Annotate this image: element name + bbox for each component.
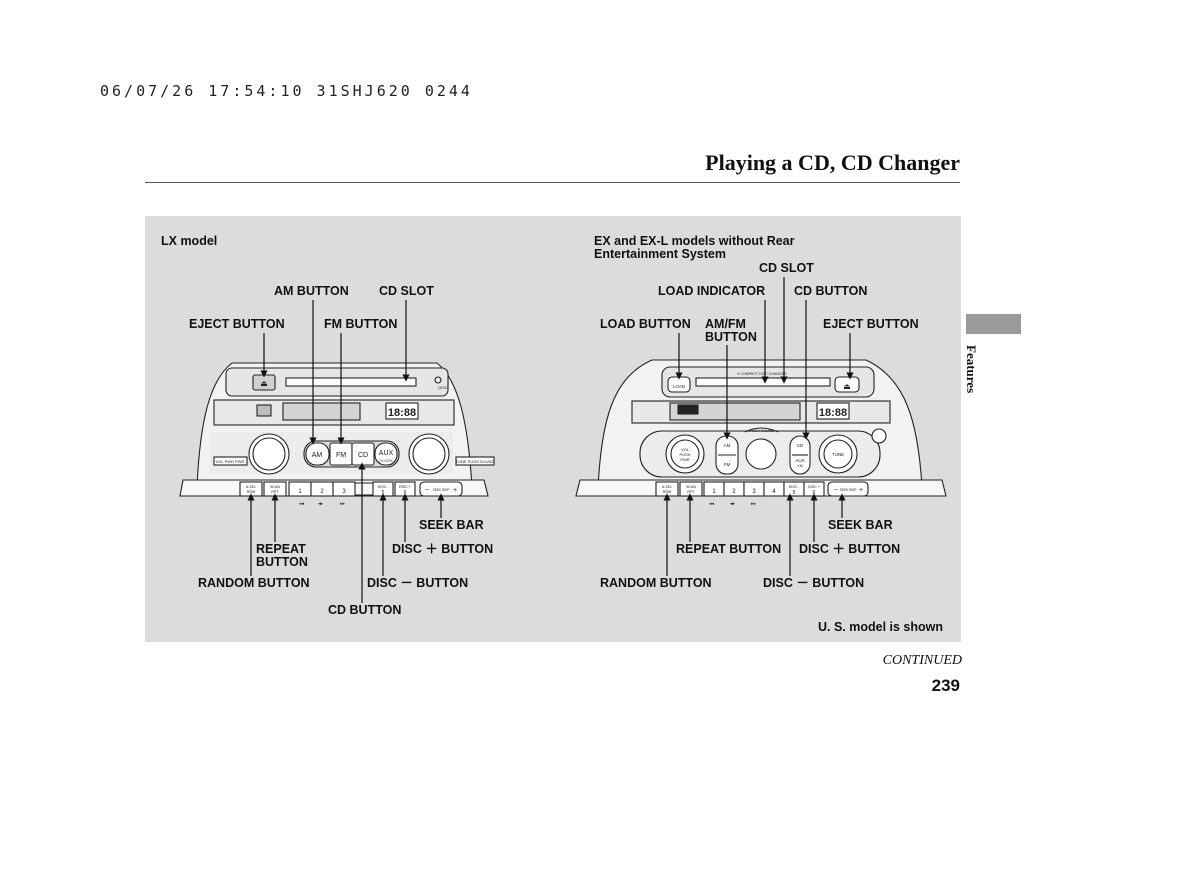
lx-repeat-callout-line2: BUTTON [256, 555, 308, 569]
lx-radio-unit: ◂◂ ◂▸ ▸▸ [179, 362, 495, 507]
ex-cd-button[interactable]: CD [797, 443, 804, 448]
lx-preset-1[interactable]: 1 [298, 489, 302, 495]
ex-seek-plus[interactable]: + [859, 487, 863, 494]
lx-fm-button-callout: FM BUTTON [324, 317, 398, 331]
ex-seek-bar-callout: SEEK BAR [828, 518, 893, 532]
lx-rpt-label: RPT [271, 490, 279, 494]
lx-disc-text: DISC [438, 385, 448, 390]
lx-clock-display: 18:88 [388, 407, 416, 419]
ex-model-label-line2: Entertainment System [594, 247, 726, 261]
title-rule [145, 182, 960, 183]
ex-preset-3[interactable]: 3 [752, 489, 756, 495]
lx-cd-button[interactable]: CD [358, 452, 368, 459]
continued-label: CONTINUED [882, 653, 962, 668]
ex-preset-4[interactable]: 4 [772, 489, 776, 495]
ex-disc-minus-callout: DISC － BUTTON [763, 576, 865, 590]
ex-disc-plus-label[interactable]: DISC + [808, 485, 820, 489]
ex-pwr-label: PWR [680, 457, 689, 462]
lx-seek-text: SEEK SKIP [433, 488, 450, 492]
svg-text:▸▸: ▸▸ [340, 501, 346, 507]
lx-disc-plus-label[interactable]: DISC + [399, 485, 411, 489]
ex-disc-plus-callout: DISC ＋ BUTTON [799, 542, 901, 556]
svg-text:◂◂: ◂◂ [299, 501, 305, 507]
ex-load-indicator-callout: LOAD INDICATOR [658, 284, 766, 298]
ex-clock-display: 18:88 [819, 407, 847, 419]
ex-rpt-label: RPT [687, 490, 695, 494]
print-timestamp: 06/07/26 17:54:10 31SHJ620 0244 [100, 82, 473, 100]
lx-cd-button-callout: CD BUTTON [328, 603, 402, 617]
svg-text:◂▸: ◂▸ [318, 501, 324, 507]
lx-seek-minus[interactable]: − [425, 487, 429, 494]
page-title: Playing a CD, CD Changer [705, 150, 960, 175]
lx-vol-label: VOL PWR PWR [216, 459, 245, 464]
lx-a-sel-label[interactable]: A.SEL [246, 485, 256, 489]
lx-am-button[interactable]: AM [312, 452, 323, 459]
ex-repeat-button-callout: REPEAT BUTTON [676, 542, 782, 556]
lx-am-button-callout: AM BUTTON [274, 284, 349, 298]
ex-load-button-callout: LOAD BUTTON [600, 317, 691, 331]
ex-cd-slot-callout: CD SLOT [759, 261, 814, 275]
lx-seek-plus[interactable]: + [453, 487, 457, 494]
figure-note: U. S. model is shown [818, 620, 944, 634]
lx-eject-symbol: ⏏ [260, 379, 268, 388]
ex-changer-label: 6 COMPACT DISC CHANGER [737, 372, 787, 376]
ex-tune-label: TUNE [832, 452, 844, 457]
lx-random-button-callout: RANDOM BUTTON [198, 576, 310, 590]
ex-push-sound-label: PUSH SOUND [750, 429, 774, 433]
lx-seek-bar-callout: SEEK BAR [419, 518, 484, 532]
lx-fm-button[interactable]: FM [336, 452, 346, 459]
lx-tune-label: TUNE PUSH SOUND [456, 459, 495, 464]
svg-text:◂◂: ◂◂ [709, 501, 715, 507]
ex-am-button[interactable]: AM [724, 443, 731, 448]
ex-push-label: PUSH [679, 452, 690, 457]
ex-disc-minus-number: 5 [793, 490, 796, 496]
ex-radio-unit: ◂◂ ◂▸ ▸▸ [575, 359, 947, 507]
ex-preset-1[interactable]: 1 [712, 489, 716, 495]
ex-seek-minus[interactable]: − [834, 487, 838, 494]
ex-disc-plus-number: 6 [813, 490, 816, 496]
lx-preset-2[interactable]: 2 [320, 489, 324, 495]
ex-amfm-callout-line1: AM/FM [705, 317, 746, 331]
lx-eject-button-callout: EJECT BUTTON [189, 317, 285, 331]
ex-disc-minus-label[interactable]: DISC - [789, 485, 801, 489]
lx-scan-label[interactable]: SCAN [270, 485, 280, 489]
ex-eject-button-callout: EJECT BUTTON [823, 317, 919, 331]
ex-model-label-line1: EX and EX-L models without Rear [594, 234, 795, 248]
lx-rdm-label: RDM [247, 490, 255, 494]
section-label: Features [964, 345, 979, 394]
ex-random-button-callout: RANDOM BUTTON [600, 576, 712, 590]
lx-disc-minus-callout: DISC － BUTTON [367, 576, 469, 590]
lx-disc-plus-callout: DISC ＋ BUTTON [392, 542, 494, 556]
lx-disc-minus-number: 5 [382, 490, 385, 496]
ex-aux-button[interactable]: AUX [795, 458, 804, 463]
ex-amfm-callout-line2: BUTTON [705, 330, 757, 344]
lx-aux-button[interactable]: AUX [379, 450, 394, 457]
lx-cd-slot-callout: CD SLOT [379, 284, 434, 298]
ex-scan-label[interactable]: SCAN [686, 485, 696, 489]
ex-vol-label: VOL [681, 447, 690, 452]
lx-preset-3[interactable]: 3 [342, 489, 346, 495]
ex-rdm-label: RDM [663, 490, 671, 494]
lx-disc-minus-label[interactable]: DISC - [378, 485, 390, 489]
lx-disc-plus-number: 6 [404, 490, 407, 496]
ex-eject-symbol[interactable]: ⏏ [843, 382, 851, 391]
ex-fm-button[interactable]: FM [724, 462, 731, 467]
ex-seek-text: SEEK SKIP [840, 488, 857, 492]
ex-a-sel-label[interactable]: A.SEL [662, 485, 672, 489]
section-tab [966, 314, 1021, 334]
lx-repeat-callout-line1: REPEAT [256, 542, 306, 556]
lx-model-label: LX model [161, 234, 218, 248]
svg-text:▸▸: ▸▸ [751, 501, 757, 507]
page-number: 239 [931, 676, 960, 695]
ex-xm-label: XM [797, 464, 802, 468]
svg-text:◂▸: ◂▸ [730, 501, 736, 507]
ex-preset-2[interactable]: 2 [732, 489, 736, 495]
ex-cd-button-callout: CD BUTTON [794, 284, 868, 298]
lx-clock-label: CLOCK [379, 458, 393, 463]
callout-leaders [247, 277, 854, 603]
ex-load-button-label[interactable]: LOAD [673, 384, 686, 389]
